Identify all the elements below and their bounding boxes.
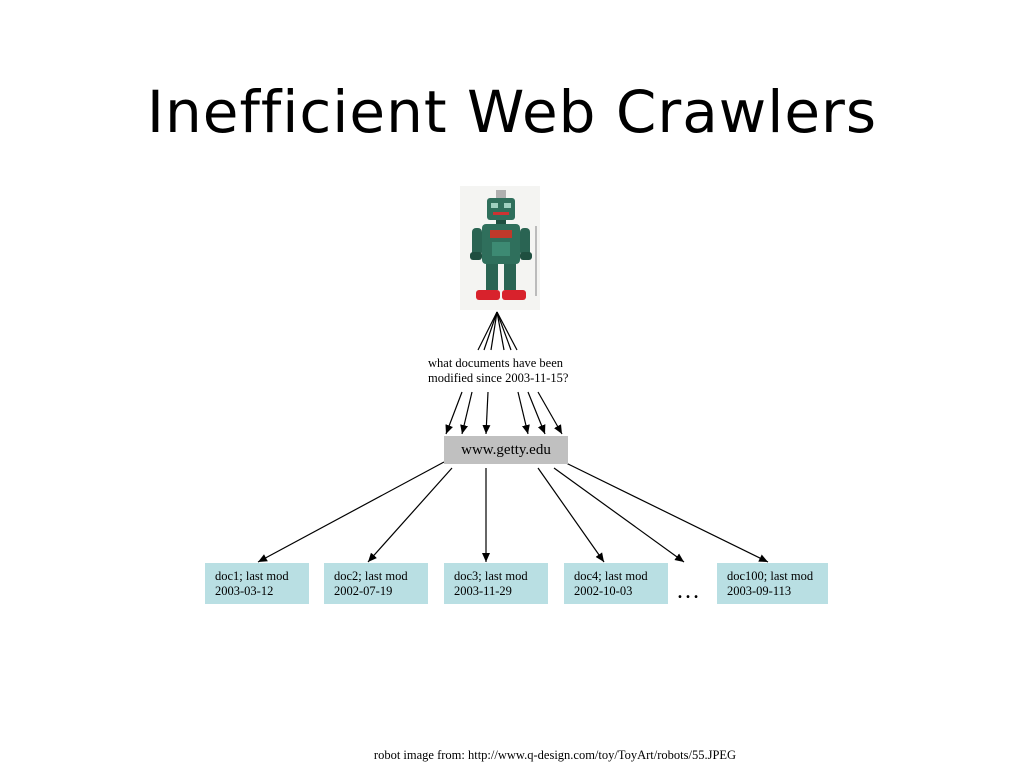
- robot-query-lines: [477, 311, 518, 351]
- document-name: doc4; last mod: [574, 569, 648, 583]
- server-box: www.getty.edu: [444, 436, 568, 464]
- question-line-2: modified since 2003-11-15?: [428, 371, 569, 385]
- document-name: doc3; last mod: [454, 569, 528, 583]
- document-name: doc100; last mod: [727, 569, 814, 583]
- slide-title: Inefficient Web Crawlers: [146, 78, 878, 146]
- query-arrows: [445, 391, 563, 435]
- question-line-1: what documents have been: [428, 356, 564, 370]
- document-box: doc2; last mod 2002-07-19: [324, 563, 428, 604]
- ellipsis: …: [676, 578, 701, 604]
- document-date: 2003-11-29: [454, 584, 512, 598]
- document-name: doc2; last mod: [334, 569, 408, 583]
- document-box: doc1; last mod 2003-03-12: [205, 563, 309, 604]
- robot-image: [460, 186, 540, 310]
- document-name: doc1; last mod: [215, 569, 289, 583]
- document-date: 2003-03-12: [215, 584, 274, 598]
- crawler-question: what documents have been modified since …: [428, 356, 618, 386]
- document-box: doc3; last mod 2003-11-29: [444, 563, 548, 604]
- document-date: 2002-10-03: [574, 584, 633, 598]
- document-arrows: [257, 461, 769, 563]
- document-box: doc4; last mod 2002-10-03: [564, 563, 668, 604]
- image-credit: robot image from: http://www.q-design.co…: [373, 748, 737, 762]
- document-date: 2002-07-19: [334, 584, 393, 598]
- document-date: 2003-09-113: [727, 584, 792, 598]
- document-box: doc100; last mod 2003-09-113: [717, 563, 828, 604]
